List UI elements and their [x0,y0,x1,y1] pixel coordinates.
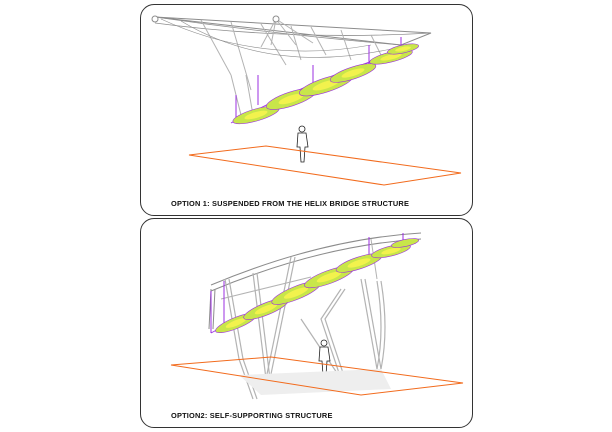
option-2-caption: OPTION2: SELF-SUPPORTING STRUCTURE [171,411,333,420]
option-2-illustration [170,232,464,400]
canopy-petals [232,43,419,125]
helix-bridge-structure [151,15,432,116]
person-silhouette [296,125,309,163]
site-boundary-outline [188,145,462,186]
option-1-panel: OPTION 1: SUSPENDED FROM THE HELIX BRIDG… [140,4,473,216]
person-silhouette [318,339,331,376]
option-1-illustration [151,15,462,186]
site-boundary-outline [170,356,464,396]
option-2-panel: OPTION2: SELF-SUPPORTING STRUCTURE [140,218,473,428]
option-1-caption: OPTION 1: SUSPENDED FROM THE HELIX BRIDG… [171,199,410,208]
ground-shadow [239,369,391,395]
canopy-petals [215,238,420,333]
